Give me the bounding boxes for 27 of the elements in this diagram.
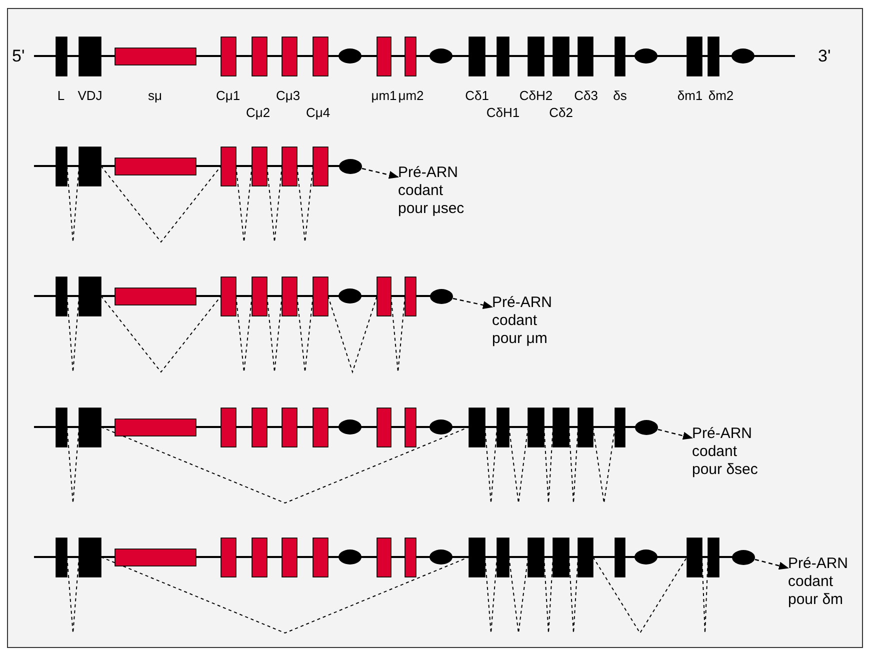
rna-label: Pré-ARN codant pour μm <box>492 294 554 348</box>
exon-label: δm2 <box>708 88 734 103</box>
arrow <box>754 558 789 570</box>
exon-label: δs <box>613 88 627 103</box>
exon-label: μm2 <box>398 88 424 103</box>
exon-label: CδH2 <box>519 88 553 103</box>
rna-label: Pré-ARN codant pour μsec <box>398 164 466 218</box>
exon-label: L <box>57 88 65 103</box>
exon-label: Cδ3 <box>574 88 598 103</box>
exon-label: CδH1 <box>486 105 520 120</box>
exon-label: Cμ1 <box>216 88 240 103</box>
exon-label: sμ <box>148 88 162 103</box>
end-label: 3' <box>818 45 831 68</box>
exon-label: μm1 <box>371 88 397 103</box>
exon-label: Cμ4 <box>306 105 330 120</box>
rna-label: Pré-ARN codant pour δm <box>788 555 850 609</box>
exon-label: Cδ2 <box>549 105 573 120</box>
arrow <box>362 168 399 179</box>
end-label: 5' <box>12 45 25 68</box>
exon-label: Cμ2 <box>246 105 270 120</box>
exon-label: δm1 <box>677 88 703 103</box>
arrow <box>452 298 493 309</box>
exon-label: VDJ <box>78 88 102 103</box>
rna-label: Pré-ARN codant pour δsec <box>692 425 759 479</box>
arrow <box>658 428 693 440</box>
exon-label: Cμ3 <box>276 88 300 103</box>
exon-label: Cδ1 <box>465 88 489 103</box>
